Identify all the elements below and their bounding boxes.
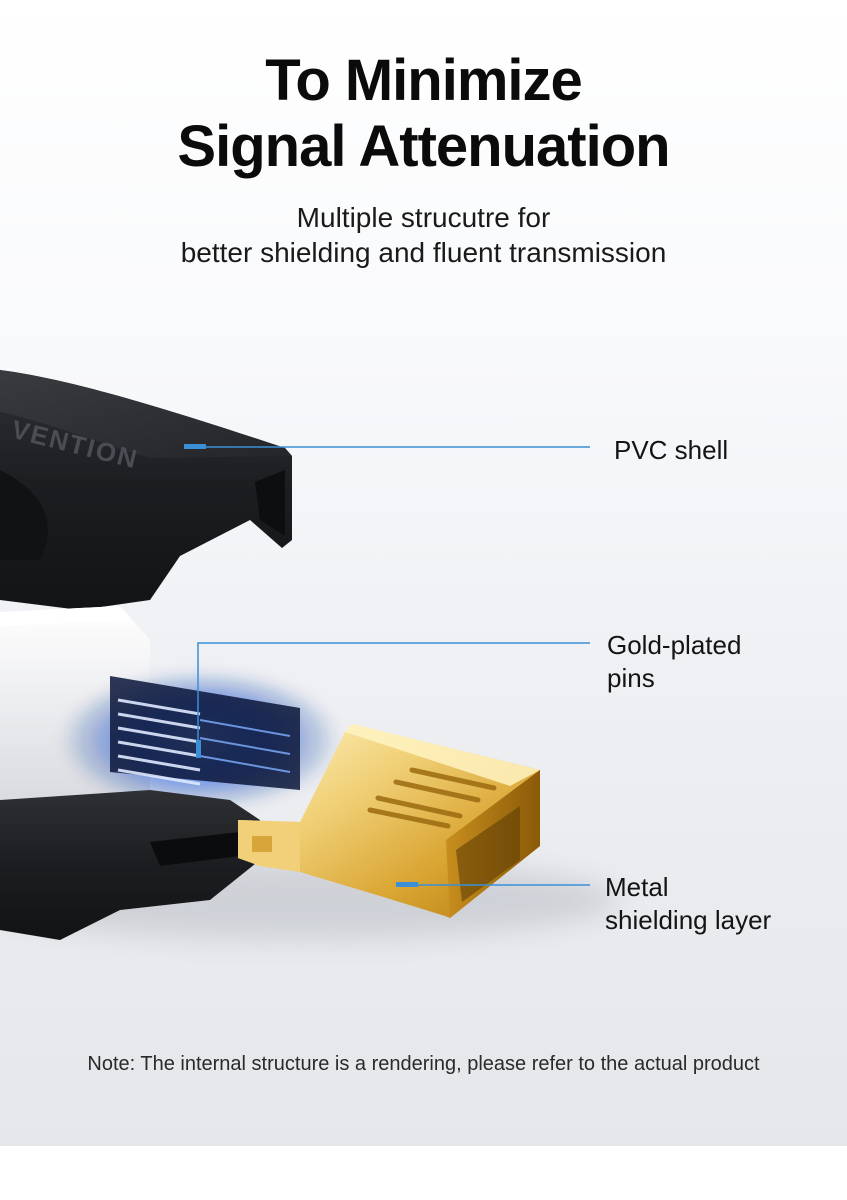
- callout-gold-plated-pins: Gold-plated pins: [607, 629, 741, 695]
- callout-metal-shielding-layer: Metal shielding layer: [605, 871, 771, 937]
- callout-lines: [184, 444, 590, 887]
- callout-pvc-shell-text: PVC shell: [614, 435, 729, 465]
- pvc-shell-top: [0, 370, 292, 610]
- heading-line-2: Signal Attenuation: [177, 114, 670, 179]
- heading-line-1: To Minimize: [265, 48, 583, 113]
- callout-metal-line-2: shielding layer: [605, 905, 772, 935]
- disclaimer-note: Note: The internal structure is a render…: [87, 1053, 760, 1075]
- callout-line-gold-pins: [197, 642, 590, 745]
- metal-shielding-layer: [238, 724, 540, 918]
- pvc-shell-bottom: [0, 790, 260, 940]
- callout-gold-pins-line-1: Gold-plated: [607, 630, 742, 660]
- callout-gold-pins-line-2: pins: [607, 663, 655, 693]
- bottom-band: [0, 1146, 847, 1200]
- subheading-line-2: better shielding and fluent transmission: [180, 237, 667, 268]
- callout-metal-line-1: Metal: [605, 872, 669, 902]
- callout-pvc-shell: PVC shell: [614, 434, 728, 467]
- subheading-line-1: Multiple strucutre for: [296, 202, 551, 233]
